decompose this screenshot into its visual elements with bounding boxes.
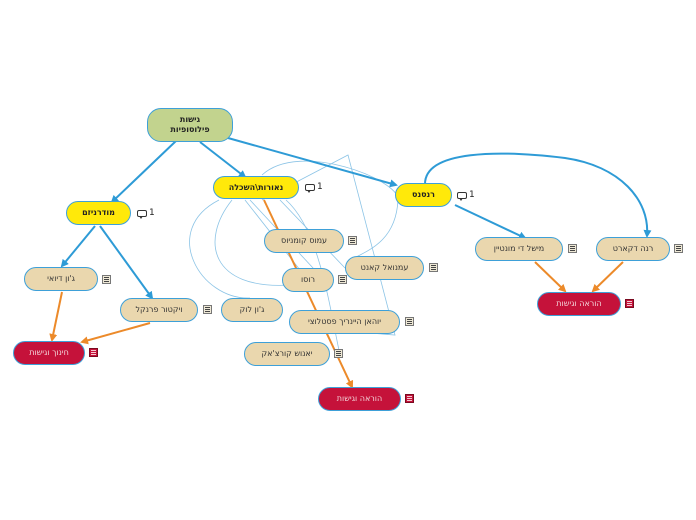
person-pestalozzi[interactable]: יוהאן היינריך פסטלוצי <box>289 310 400 334</box>
comment-count: 1 <box>317 182 323 192</box>
comment-renaissance[interactable]: 1 <box>457 190 475 201</box>
topic-modernism[interactable]: מודרניזם <box>66 201 131 225</box>
note-icon[interactable] <box>625 299 634 308</box>
outcome-right-label: הוראה וגישות <box>556 299 602 308</box>
comment-count: 1 <box>469 190 475 200</box>
comment-icon <box>457 191 467 201</box>
person-comenius-label: עמוס קומניוס <box>281 236 328 245</box>
person-pestalozzi-label: יוהאן היינריך פסטלוצי <box>307 317 382 326</box>
person-frankl[interactable]: ויקטור פרנקל <box>120 298 198 322</box>
outcome-center-label: הוראה וגישות <box>336 394 383 403</box>
note-icon[interactable] <box>674 244 683 253</box>
main-connectors <box>60 137 652 300</box>
note-icon[interactable] <box>89 348 98 357</box>
person-korczak[interactable]: יאנוש קורצ'אק <box>244 342 330 366</box>
comment-modernism[interactable]: 1 <box>137 208 155 219</box>
topic-enlightenment-label: נאורות\השכלה <box>228 182 284 192</box>
topic-enlightenment[interactable]: נאורות\השכלה <box>213 176 299 199</box>
note-icon[interactable] <box>338 275 347 284</box>
note-icon[interactable] <box>429 263 438 272</box>
person-descartes-label: רנה דקארט <box>612 244 654 253</box>
outcome-center[interactable]: הוראה וגישות <box>318 387 401 411</box>
note-icon[interactable] <box>405 317 414 326</box>
person-dewey-label: ג'ון דיואי <box>47 274 75 283</box>
note-icon[interactable] <box>348 236 357 245</box>
person-rousseau-label: רוסו <box>300 275 316 284</box>
person-descartes[interactable]: רנה דקארט <box>596 237 670 261</box>
comment-enlightenment[interactable]: 1 <box>305 182 323 193</box>
note-icon[interactable] <box>405 394 414 403</box>
comment-count: 1 <box>149 208 155 218</box>
topic-modernism-label: מודרניזם <box>82 208 115 217</box>
note-icon[interactable] <box>568 244 577 253</box>
comment-icon <box>305 183 315 193</box>
person-comenius[interactable]: עמוס קומניוס <box>264 229 344 253</box>
person-frankl-label: ויקטור פרנקל <box>135 305 183 314</box>
root-label-line1: גישות <box>179 115 201 124</box>
topic-renaissance-label: רנסנס <box>412 190 435 199</box>
root-label-line2: פילוסופיות <box>170 125 210 134</box>
person-korczak-label: יאנוש קורצ'אק <box>261 349 313 358</box>
topic-renaissance[interactable]: רנסנס <box>395 183 452 207</box>
note-icon[interactable] <box>334 349 343 358</box>
person-kant-label: עמנואל קאנט <box>360 263 409 272</box>
person-dewey[interactable]: ג'ון דיואי <box>24 267 98 291</box>
comment-icon <box>137 209 147 219</box>
root-node[interactable]: גישות פילוסופיות <box>147 108 233 142</box>
note-icon[interactable] <box>102 275 111 284</box>
outcome-left-label: חינוך וגישות <box>29 348 69 357</box>
person-kant[interactable]: עמנואל קאנט <box>345 256 424 280</box>
person-rousseau[interactable]: רוסו <box>282 268 334 292</box>
note-icon[interactable] <box>203 305 212 314</box>
person-montaigne[interactable]: מישל די מונטיין <box>475 237 563 261</box>
outcome-right[interactable]: הוראה וגישות <box>537 292 621 316</box>
person-montaigne-label: מישל די מונטיין <box>493 244 545 253</box>
person-locke-label: ג'ון לוק <box>239 305 265 314</box>
outcome-left[interactable]: חינוך וגישות <box>13 341 85 365</box>
person-locke[interactable]: ג'ון לוק <box>221 298 283 322</box>
outcome-connectors <box>49 199 624 389</box>
